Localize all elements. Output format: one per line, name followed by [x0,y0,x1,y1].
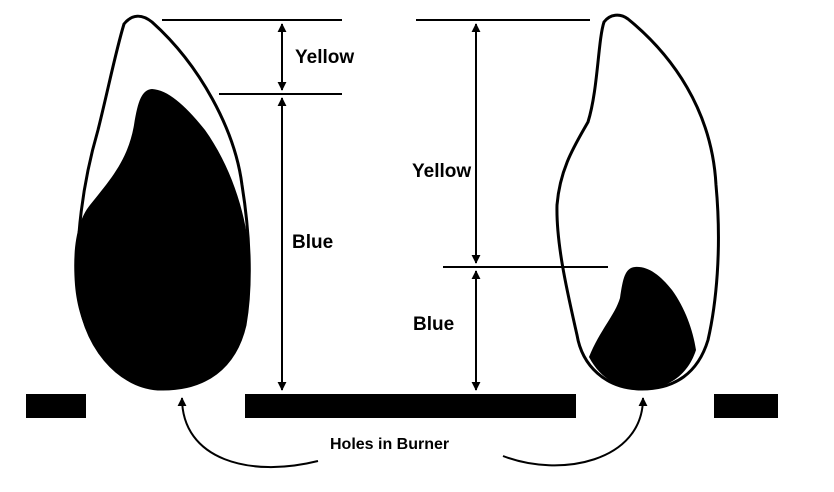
burner-plate-left [26,394,86,418]
right-blue-label: Blue [413,314,454,335]
burner-plate-right [714,394,778,418]
left-blue-label: Blue [292,232,333,253]
left-flame [74,14,251,391]
left-yellow-label: Yellow [295,47,354,68]
left-dimensions: Yellow Blue [162,19,354,391]
burner-holes-label: Holes in Burner [330,436,449,453]
right-flame [555,13,720,391]
right-hole-pointer-arrow [502,397,648,467]
left-hole-pointer-arrow [177,397,319,468]
right-yellow-label: Yellow [412,161,471,182]
right-flame-blue-core [589,266,696,389]
burner-holes-callout: Holes in Burner [177,397,648,468]
right-dimensions: Yellow Blue [412,19,608,391]
left-flame-blue-core [74,89,250,390]
burner-plate-middle [245,394,576,418]
right-flame-outline [555,13,720,391]
